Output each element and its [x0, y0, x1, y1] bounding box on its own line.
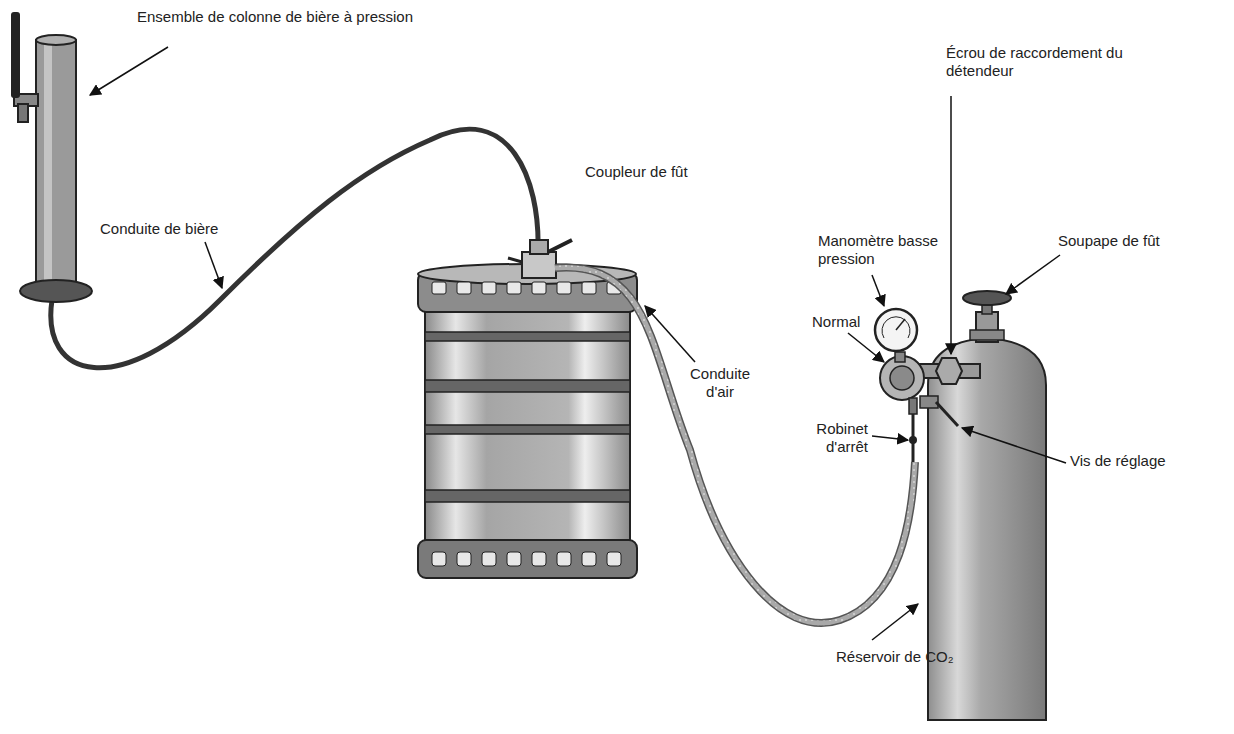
part-label: Réservoir de CO₂ — [836, 648, 954, 666]
part-label: Manomètre basse pression — [818, 232, 958, 268]
tap-tower — [11, 12, 92, 302]
part-label: Ensemble de colonne de bière à pression — [137, 8, 413, 26]
part-label: Coupleur de fût — [585, 163, 688, 181]
regulator — [875, 309, 980, 462]
keg-coupler — [508, 240, 572, 278]
air-line — [555, 268, 915, 624]
part-label: Conduite d'air — [680, 365, 760, 401]
air-line-outline — [555, 268, 915, 624]
leader-lines — [90, 47, 1066, 640]
part-label: Vis de réglage — [1070, 452, 1166, 470]
part-label: Normal — [812, 313, 860, 331]
keg — [418, 264, 637, 578]
part-label: Écrou de raccordement du détendeur — [946, 44, 1136, 80]
part-label: Soupape de fût — [1058, 232, 1160, 250]
part-label: Robinet d'arrêt — [796, 420, 868, 456]
part-label: Conduite de bière — [100, 220, 218, 238]
